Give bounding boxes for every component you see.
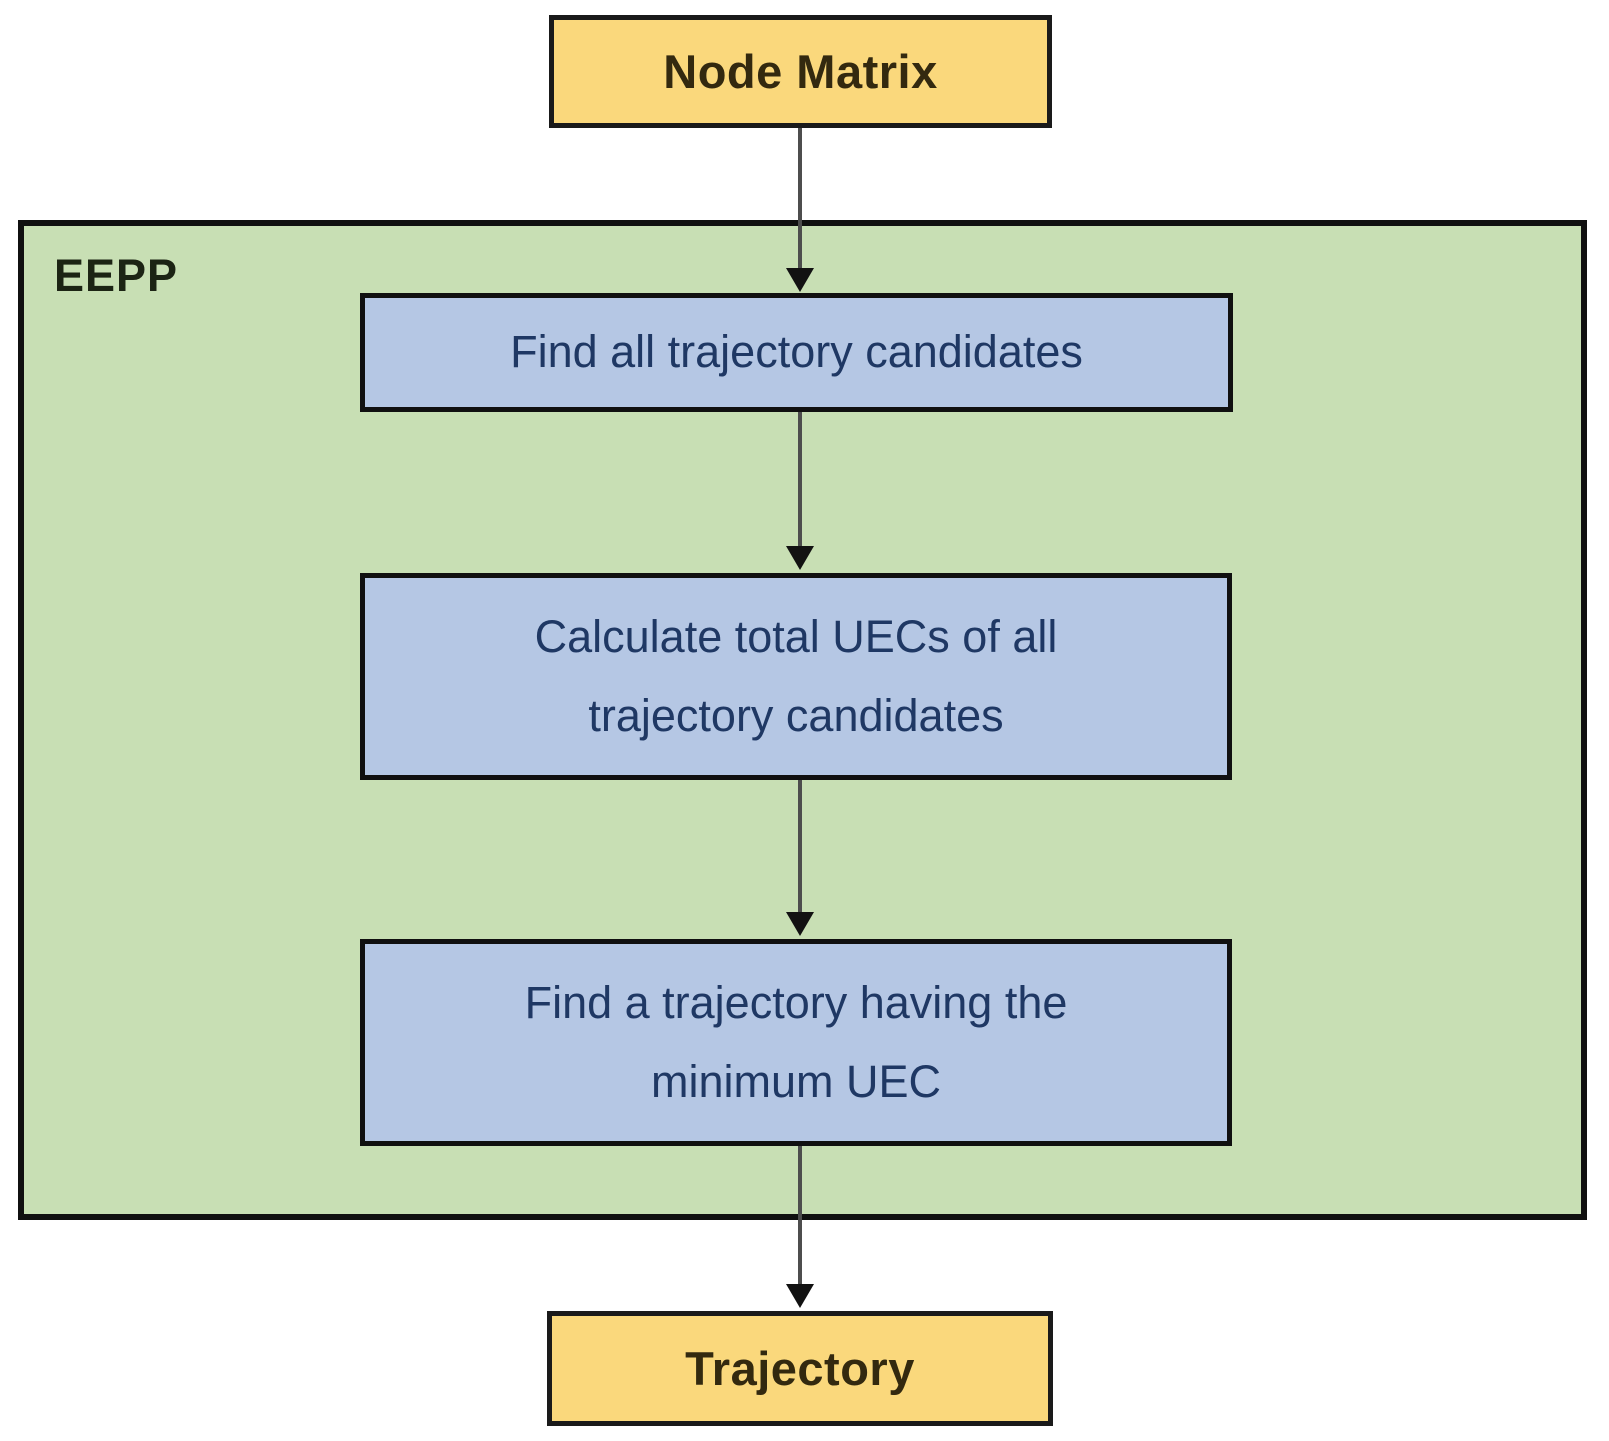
arrow-head-icon [786,268,814,292]
eepp-label: EEPP [54,250,179,301]
step1-label: Find all trajectory candidates [510,326,1083,378]
step2-label: Calculate total UECs of all trajectory c… [534,610,1058,741]
arrow-stem [798,128,802,270]
step-find-minimum-uec-trajectory: Find a trajectory having the minimum UEC [360,939,1232,1146]
arrow-step2-to-step3 [786,780,814,936]
arrow-stem [798,1146,802,1286]
step-find-trajectory-candidates: Find all trajectory candidates [360,293,1233,412]
arrow-stem [798,412,802,548]
arrow-head-icon [786,1284,814,1308]
node-matrix-box: Node Matrix [549,15,1052,128]
arrow-stem [798,780,802,914]
trajectory-label: Trajectory [685,1342,915,1395]
arrow-step1-to-step2 [786,412,814,570]
arrow-head-icon [786,546,814,570]
arrow-head-icon [786,912,814,936]
node-matrix-label: Node Matrix [663,45,938,98]
step3-label: Find a trajectory having the minimum UEC [524,976,1068,1107]
trajectory-box: Trajectory [547,1311,1053,1426]
step-calculate-total-uecs: Calculate total UECs of all trajectory c… [360,573,1232,780]
arrow-nodematrix-to-step1 [786,128,814,292]
arrow-step3-to-trajectory [786,1146,814,1308]
